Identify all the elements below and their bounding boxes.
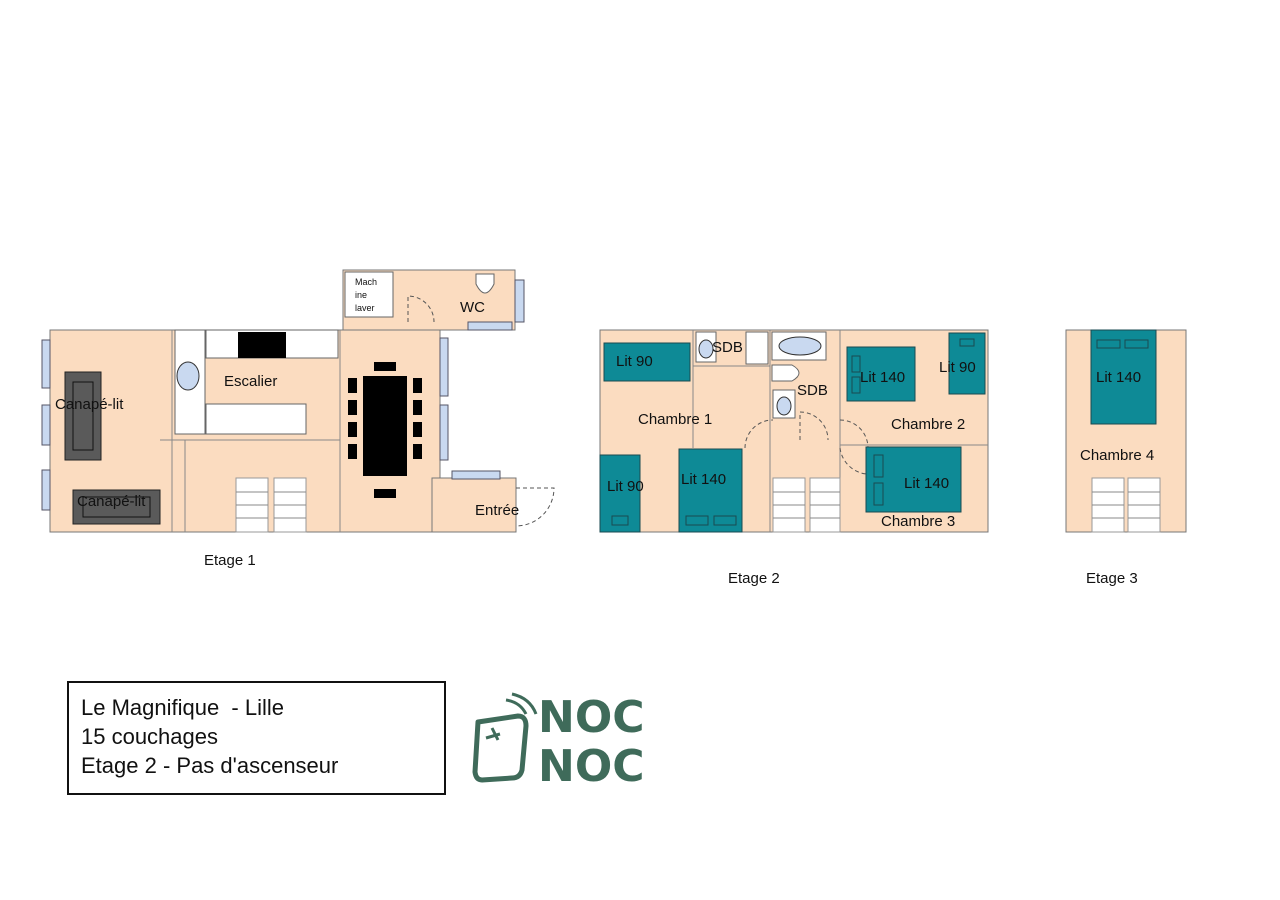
machine-label-1: Mach: [355, 277, 377, 287]
chambre1-label: Chambre 1: [638, 411, 712, 428]
logo-text-bottom: NOC: [538, 741, 645, 792]
sink-icon: [776, 396, 792, 416]
toilet-icon: [771, 364, 800, 382]
floor-plan-etage-3: Lit 140 Chambre 4 Etage 3: [1065, 329, 1187, 587]
shower-icon: [745, 331, 769, 365]
stairs-icon: [235, 477, 307, 533]
sdb2-label: SDB: [797, 382, 828, 399]
bed-lit-140: [865, 446, 962, 513]
floor-plan-etage-2: SDB SDB Lit 90 Lit 90 Lit 140 Chambre 1: [599, 329, 989, 587]
window: [41, 339, 51, 389]
bed-lit-90: [948, 332, 986, 395]
bed-label: Lit 140: [1096, 369, 1141, 386]
bed-lit-90-top: [603, 342, 691, 382]
sofa-bed-2: [72, 489, 161, 525]
counter-bottom: [205, 403, 307, 435]
property-info-box: Le Magnifique - Lille 15 couchages Etage…: [67, 681, 446, 795]
window: [451, 470, 501, 480]
sofa-bed-1: [64, 371, 102, 461]
chambre4-label: Chambre 4: [1080, 447, 1154, 464]
floor-plan-etage-1: Mach ine laver WC Canapé-lit Canapé-lit: [41, 269, 555, 569]
sink-icon: [698, 339, 714, 359]
sink-icon: [176, 361, 200, 391]
machine-label-3: laver: [355, 303, 375, 313]
dining-table: [348, 362, 422, 498]
knocking-fist-icon: [472, 692, 538, 783]
info-line-capacity: 15 couchages: [81, 724, 218, 749]
bed-label: Lit 140: [904, 475, 949, 492]
escalier-label: Escalier: [224, 373, 277, 390]
bed-lit-90-left: [599, 454, 641, 533]
entree-label: Entrée: [475, 502, 519, 519]
sdb1-label: SDB: [712, 339, 743, 356]
bed-lit-140: [1090, 329, 1157, 425]
noc-noc-logo: NOC NOC: [472, 692, 645, 792]
caption-etage-2: Etage 2: [728, 570, 780, 587]
bed-label: Lit 90: [607, 478, 644, 495]
wc-label: WC: [460, 299, 485, 316]
door-entree: [515, 487, 555, 527]
bed-label: Lit 140: [681, 471, 726, 488]
sofa-bed-2-label: Canapé-lit: [77, 493, 146, 510]
door-chambre-2: [839, 419, 869, 449]
door-chambre-1: [744, 419, 774, 449]
stove-icon: [238, 332, 286, 358]
bed-lit-140: [678, 448, 743, 533]
toilet-icon: [475, 273, 495, 294]
door-chambre-3: [839, 447, 867, 475]
bed-label: Lit 90: [939, 359, 976, 376]
chambre3-label: Chambre 3: [881, 513, 955, 530]
bed-label: Lit 140: [860, 369, 905, 386]
chambre2-label: Chambre 2: [891, 416, 965, 433]
stairs-icon: [1091, 477, 1161, 533]
logo-text-top: NOC: [538, 692, 645, 743]
info-line-title: Le Magnifique - Lille: [81, 695, 285, 720]
window: [467, 321, 513, 331]
window: [41, 404, 51, 446]
caption-etage-1: Etage 1: [204, 552, 256, 569]
window: [439, 337, 449, 397]
caption-etage-3: Etage 3: [1086, 570, 1138, 587]
door-wc: [407, 295, 435, 323]
washing-machine: [344, 271, 394, 318]
door-sdb: [799, 411, 829, 441]
window: [41, 469, 51, 511]
window: [439, 404, 449, 461]
bed-label: Lit 90: [616, 353, 653, 370]
sofa-bed-1-label: Canapé-lit: [55, 396, 124, 413]
entree-area: [431, 477, 517, 533]
window: [514, 279, 525, 323]
info-line-access: Etage 2 - Pas d'ascenseur: [81, 753, 339, 778]
machine-label-2: ine: [355, 290, 367, 300]
stairs-icon: [772, 477, 841, 533]
